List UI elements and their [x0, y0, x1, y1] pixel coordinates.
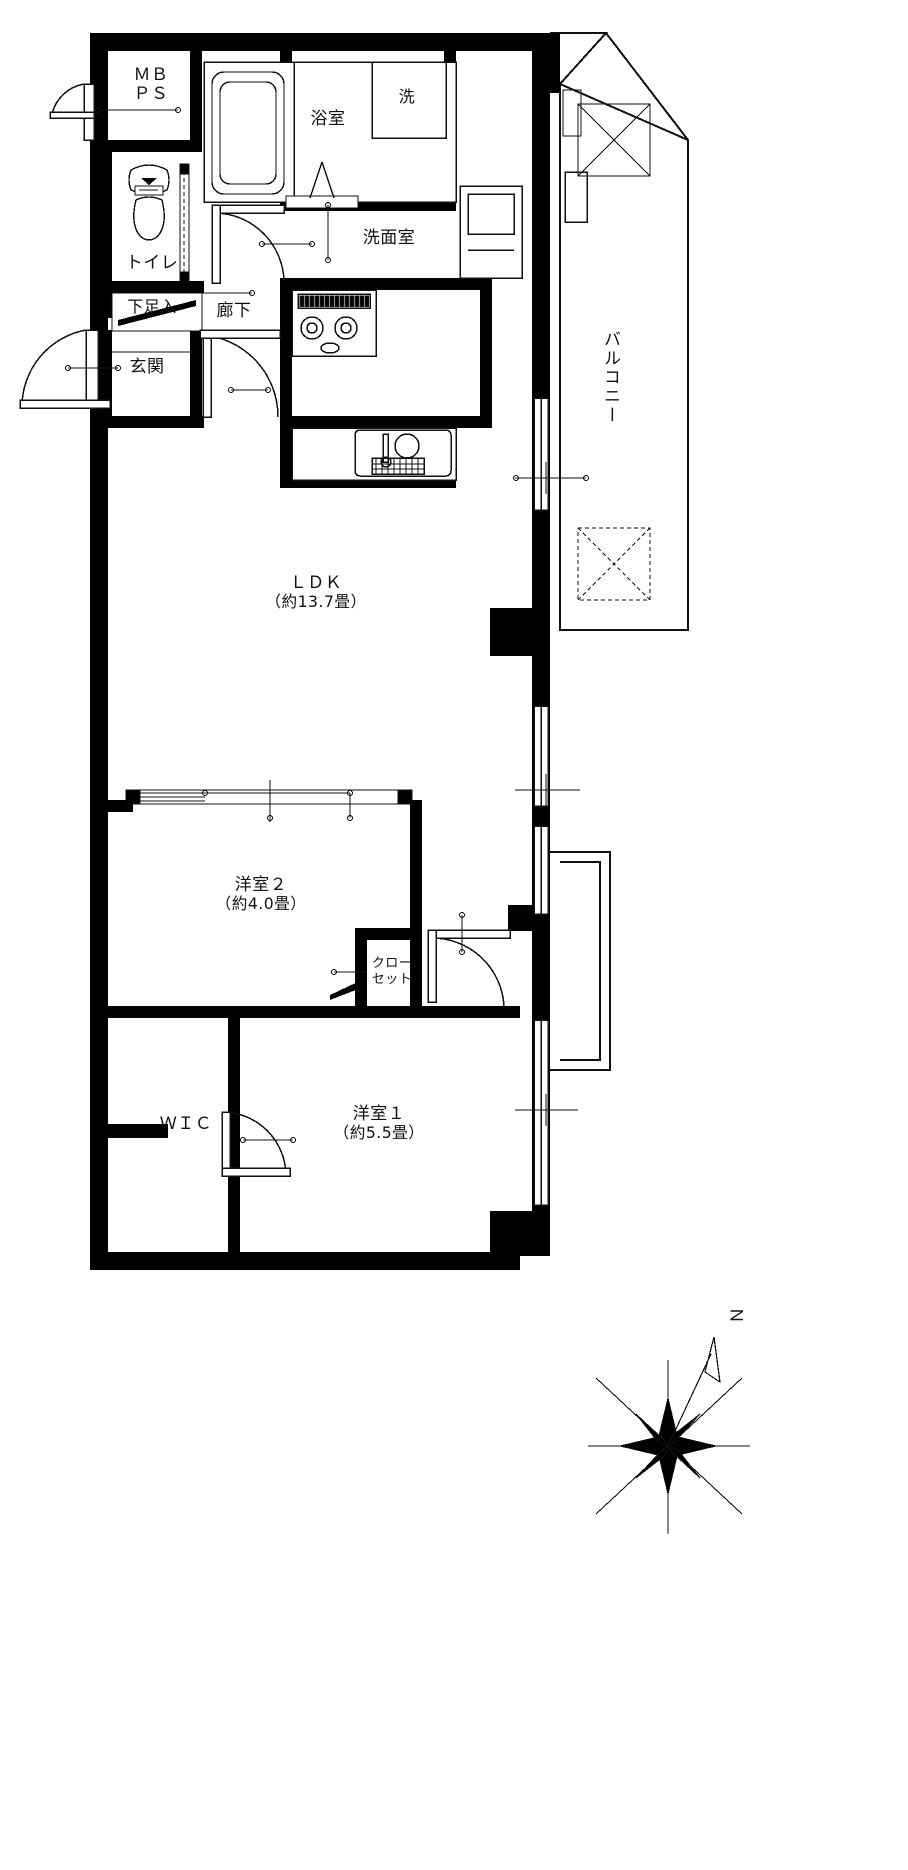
room-label-entrance: 玄関 — [129, 357, 165, 377]
bathroom-dimension — [325, 202, 331, 263]
closet-dimension — [331, 969, 360, 975]
sliding-window-bedroom1 — [533, 1019, 549, 1206]
hallway-door-dimension — [228, 387, 271, 393]
room-label-closet: クロー セット — [371, 956, 413, 988]
shoe-cabinet-box — [111, 292, 203, 332]
room-label-mb-ps: ＭＢ ＰＳ — [133, 65, 169, 105]
sliding-window-ldk-lower — [533, 705, 549, 807]
toilet-fixture — [128, 164, 170, 241]
washroom-door — [211, 204, 285, 284]
balcony-floor-panels — [562, 89, 651, 601]
toilet-door-sliding — [179, 163, 190, 283]
room-label-shoe-cabinet: 下足入 — [127, 297, 177, 316]
mb-ps-door — [49, 83, 95, 141]
wic-door — [221, 1111, 291, 1177]
room-label-bedroom-1: 洋室１ （約5.5畳） — [333, 1104, 425, 1143]
room-label-hallway: 廊下 — [216, 301, 252, 321]
sliding-window-ldk-upper — [533, 397, 549, 511]
bay-window-projection — [548, 851, 611, 1071]
room-label-bathroom: 浴室 — [310, 109, 346, 129]
vanity-unit — [459, 185, 523, 279]
bathroom-door — [285, 161, 359, 209]
balcony-side-wall — [550, 33, 560, 93]
bedroom2-rail-hatch — [140, 792, 205, 802]
compass-rose — [588, 1336, 750, 1534]
compass-needle — [667, 1336, 721, 1447]
entrance-dimension-line — [65, 365, 121, 371]
compass-north-label: Ｎ — [725, 1306, 746, 1325]
room-label-toilet: トイレ — [125, 253, 179, 273]
balcony-partition — [564, 171, 588, 223]
kitchen-sink-counter — [291, 427, 457, 481]
room-label-washer-space: 洗 — [398, 87, 416, 106]
room-label-washroom: 洗面室 — [362, 228, 416, 248]
room-label-bedroom-2: 洋室２ （約4.0畳） — [215, 875, 307, 914]
wic-dimension — [240, 1137, 296, 1143]
bedroom1-door-dimension — [459, 912, 465, 955]
kitchen-stove — [291, 289, 377, 357]
ldk-window-dimension — [513, 475, 589, 481]
washroom-door-dimension — [259, 241, 315, 247]
bedroom1-door-upper — [427, 929, 511, 1007]
room-label-wic: ＷＩＣ — [159, 1114, 213, 1134]
room-label-balcony: バルコニー — [600, 330, 620, 425]
hallway-door — [199, 329, 281, 418]
sliding-window-bedroom2 — [533, 825, 549, 915]
entrance-door — [19, 329, 111, 409]
bathtub — [211, 71, 285, 195]
washer-space-box — [371, 61, 447, 139]
room-label-ldk: ＬＤＫ （約13.7畳） — [265, 573, 367, 612]
bedroom2-dimension-lines — [202, 780, 353, 822]
mb-ps-dimension-line — [95, 107, 181, 113]
